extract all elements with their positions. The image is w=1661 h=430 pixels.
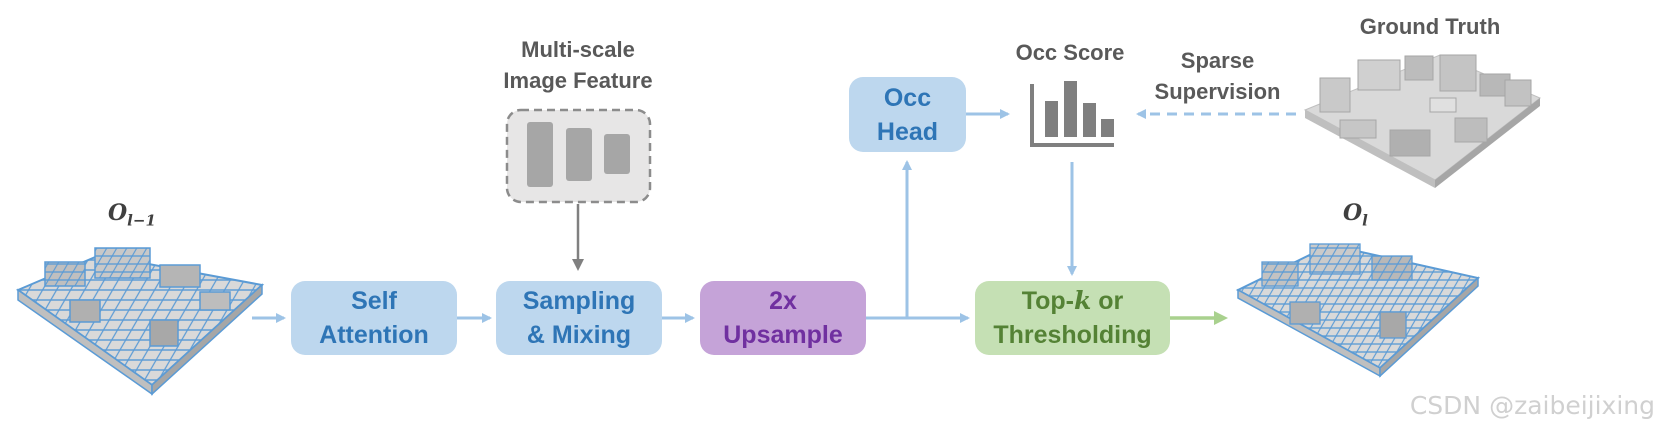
watermark: CSDN @zaibeijixing [1409, 391, 1655, 420]
feature-bars-icon [505, 108, 652, 204]
input-voxel-grid-icon [15, 247, 265, 396]
ground-truth-terrain-icon [1303, 54, 1541, 188]
next-occupancy-label: Ol [1343, 200, 1368, 230]
histogram-icon [1030, 81, 1114, 147]
self-attention-block: Self Attention [291, 281, 457, 355]
ground-truth-label: Ground Truth [1359, 14, 1501, 39]
sparse-supervision-label: Sparse Supervision [1154, 48, 1281, 104]
output-voxel-grid-icon [1235, 243, 1481, 378]
prev-occupancy-label: Ol−1 [108, 200, 156, 230]
occ-head-block: Occ Head [849, 77, 966, 152]
topk-thresholding-block: Top-k or Thresholding [975, 281, 1170, 355]
image-feature-label: Multi-scale Image Feature [503, 37, 653, 93]
occ-score-label: Occ Score [1015, 40, 1125, 65]
sampling-mixing-block: Sampling & Mixing [496, 281, 662, 355]
upsample-block: 2x Upsample [700, 281, 866, 355]
